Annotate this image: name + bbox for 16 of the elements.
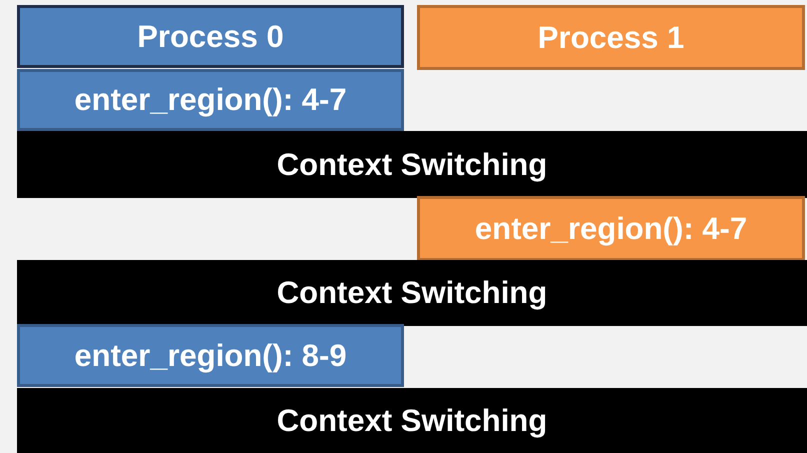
execution-block — [417, 196, 805, 261]
block-label: Process 1 — [538, 20, 684, 56]
block-label: enter_region(): 4-7 — [474, 210, 748, 246]
context-switch-bar — [17, 260, 807, 326]
block-label: enter_region(): 8-9 — [74, 338, 347, 374]
process-header — [417, 5, 805, 70]
execution-block — [17, 324, 404, 387]
context-switch-bar — [17, 131, 807, 198]
block-label: enter_region(): 4-7 — [74, 82, 347, 118]
block-label: Context Switching — [276, 402, 548, 438]
block-label: Process 0 — [137, 18, 284, 54]
context-switch-bar — [17, 388, 807, 453]
block-label: Context Switching — [276, 146, 548, 182]
execution-block — [17, 69, 404, 131]
process-header — [17, 5, 404, 68]
block-label: Context Switching — [276, 275, 548, 311]
